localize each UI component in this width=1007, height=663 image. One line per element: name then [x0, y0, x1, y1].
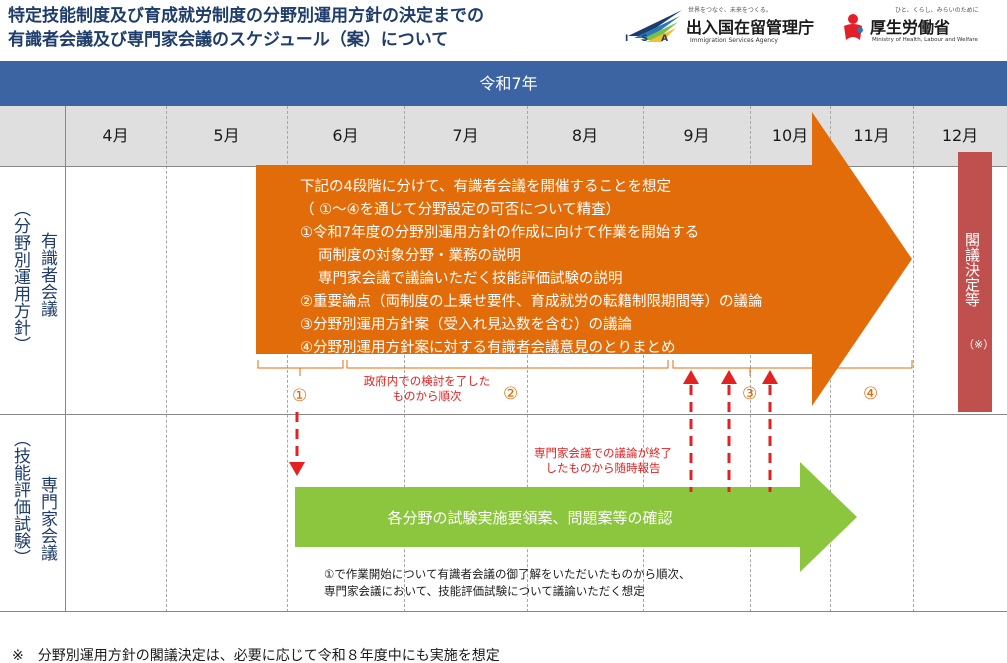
orange-line: 下記の4段階に分けて、有識者会議を開催することを想定 — [300, 179, 671, 195]
month-label: 6月 — [332, 126, 359, 145]
month-label: 5月 — [213, 126, 240, 145]
stage-3-marker: ③ — [742, 384, 758, 404]
orange-arrow — [256, 112, 912, 406]
orange-line: 両制度の対象分野・業務の説明 — [318, 248, 521, 264]
month-label: 10月 — [771, 126, 809, 145]
mhlw-english-name: Ministry of Health, Labour and Welfare — [872, 37, 978, 43]
red-arrow-heads — [289, 370, 778, 476]
orange-line: ②重要論点（両制度の上乗せ要件、育成就労の転籍制限期間等）の議論 — [300, 294, 763, 310]
month-label: 4月 — [102, 126, 129, 145]
footnote: ※ 分野別運用方針の閣議決定は、必要に応じて令和８年度中にも実施を想定 — [12, 648, 500, 663]
orange-line: ④分野別運用方針案に対する有識者会議意見のとりまとめ — [300, 340, 676, 356]
orange-line: （ ①～④を通じて分野設定の可否について精査） — [300, 202, 621, 218]
row-label-experts: 有識者会議 — [37, 232, 57, 317]
note-line: したものから随時報告 — [545, 461, 661, 475]
mhlw-figure-icon — [844, 14, 863, 40]
month-divider — [404, 106, 405, 612]
red-dashed-arrows — [295, 385, 772, 492]
stage-4-bracket — [832, 360, 913, 369]
note-line: 専門家会議において、技能評価試験について議論いただく想定 — [324, 584, 645, 598]
stage-4-marker: ④ — [863, 384, 879, 404]
row-divider — [0, 414, 1007, 415]
stage-2-marker: ② — [503, 384, 519, 404]
isa-mark: I S A — [625, 34, 674, 44]
row-label-specialists: 専門家会議 — [37, 476, 57, 561]
stage-1-bracket — [257, 360, 344, 369]
green-arrow-text: 各分野の試験実施要領案、問題案等の確認 — [387, 509, 673, 527]
stage-brackets — [257, 360, 913, 376]
cabinet-decision-note: （※） — [963, 338, 995, 351]
label-column-divider — [65, 106, 66, 612]
cabinet-decision-label: 閣議決定等 — [963, 232, 981, 307]
note-line: 政府内での検討を了した — [363, 374, 491, 388]
orange-line: 専門家会議で議論いただく技能評価試験の説明 — [318, 271, 623, 287]
month-divider — [166, 106, 167, 612]
row-sublabel-experts: （分野別運用方針） — [10, 200, 30, 353]
isa-name: 出入国在留管理庁 — [686, 18, 815, 37]
mhlw-name: 厚生労働省 — [870, 18, 951, 37]
title-line-1: 特定技能制度及び育成就労制度の分野別運用方針の決定までの — [8, 6, 484, 26]
isa-english-name: Immigration Services Agency — [690, 37, 778, 44]
note-line: ①で作業開始について有識者会議の御了解をいただいたものから順次、 — [324, 567, 691, 581]
month-label: 8月 — [571, 126, 599, 145]
orange-line: ①令和7年度の分野別運用方針の作成に向けて作業を開始する — [300, 225, 700, 241]
month-label: 7月 — [452, 126, 479, 145]
month-label: 11月 — [853, 126, 890, 145]
green-arrow — [295, 462, 857, 572]
month-divider — [287, 106, 288, 612]
approval-note: ①で作業開始について有識者会議の御了解をいただいたものから順次、 専門家会議にお… — [324, 566, 690, 600]
cabinet-decision-box — [958, 152, 992, 412]
gov-review-note: 政府内での検討を了した ものから順次 — [352, 374, 502, 404]
title-line-2: 有識者会議及び専門家会議のスケジュール（案）について — [8, 30, 449, 50]
month-divider — [750, 106, 751, 612]
note-line: ものから順次 — [392, 389, 462, 403]
month-label: 12月 — [941, 126, 979, 145]
note-line: 専門家会議での議論が終了 — [534, 446, 672, 460]
stage-1-marker: ① — [292, 386, 308, 406]
stage-2-bracket — [346, 360, 669, 369]
month-divider — [527, 106, 528, 612]
mhlw-tagline: ひと、くらし、みらいのために — [895, 7, 979, 14]
orange-line: ③分野別運用方針案（受入れ見込数を含む）の議論 — [300, 317, 632, 333]
year-header: 令和7年 — [0, 61, 1007, 106]
isa-swoosh-icon — [628, 10, 682, 42]
month-divider — [913, 106, 914, 612]
isa-tagline: 世界をつなぐ、未来をつくる。 — [688, 7, 772, 14]
orange-arrow-text: 下記の4段階に分けて、有識者会議を開催することを想定 （ ①～④を通じて分野設定… — [300, 176, 763, 360]
month-divider — [643, 106, 644, 612]
row-sublabel-specialists: （技能評価試験） — [10, 430, 30, 566]
page-title: 特定技能制度及び育成就労制度の分野別運用方針の決定までの 有識者会議及び専門家会… — [8, 4, 608, 52]
row-divider — [0, 611, 1007, 612]
stage-3-bracket — [672, 360, 831, 369]
month-label: 9月 — [683, 126, 710, 145]
report-note: 専門家会議での議論が終了 したものから随時報告 — [518, 446, 688, 476]
